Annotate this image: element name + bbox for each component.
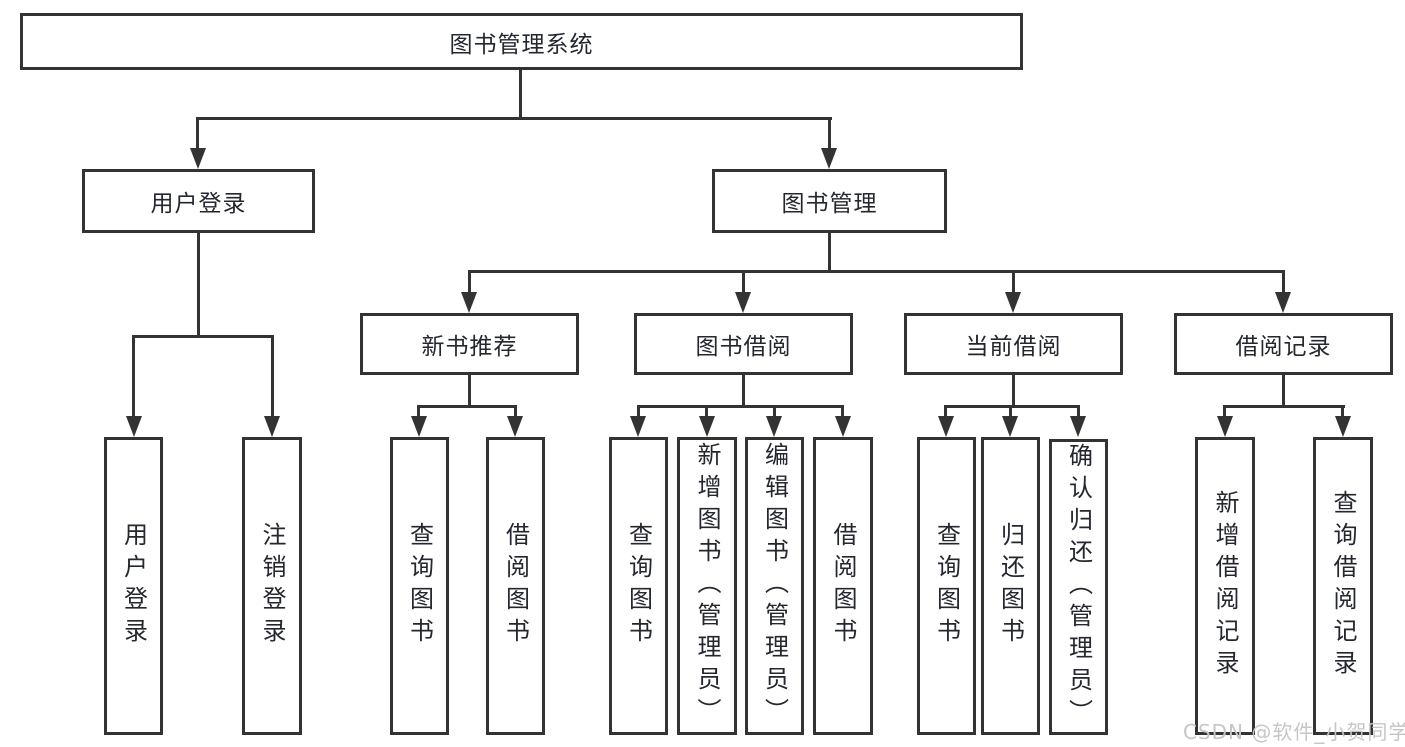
node-label: 当前借阅 [965,334,1062,360]
node-label: 新增图书（管理员） [693,442,721,730]
arrow-down-icon [1275,292,1291,313]
node-book-management: 图书管理 [712,169,947,233]
arrow-down-icon [630,416,646,437]
leaf-add-books-admin: 新增图书（管理员） [677,437,737,735]
leaf-logout: 注销登录 [242,437,302,735]
node-label: 图书管理系统 [449,31,594,58]
connector [1012,270,1015,296]
node-label: 借阅图书 [829,522,857,650]
leaf-query-borrow-record: 查询借阅记录 [1313,437,1373,735]
connector [271,335,274,419]
node-book-borrowing: 图书借阅 [634,313,853,375]
connector [841,405,844,419]
connector [637,405,640,419]
connector [637,405,844,408]
arrow-down-icon [938,416,954,437]
leaf-borrow-books-recommend: 借阅图书 [486,437,545,735]
node-label: 编辑图书（管理员） [760,442,789,730]
connector [828,233,831,273]
node-label: 新书推荐 [421,334,518,360]
connector [519,67,522,120]
connector [944,405,1080,408]
node-user-login: 用户登录 [82,169,315,233]
arrow-down-icon [126,416,142,437]
connector [944,405,947,419]
leaf-borrow-books-borrowing: 借阅图书 [813,437,873,735]
leaf-query-books-current: 查询图书 [917,437,976,735]
node-label: 注销登录 [258,522,286,650]
node-current-borrowing: 当前借阅 [904,313,1123,375]
connector [1282,375,1285,408]
arrow-down-icon [699,416,715,437]
node-label: 图书借阅 [695,334,792,360]
node-label: 查询借阅记录 [1329,490,1357,682]
arrow-down-icon [1217,416,1233,437]
leaf-query-books-recommend: 查询图书 [390,437,449,735]
connector [196,117,832,120]
connector [417,405,517,408]
node-label: 图书管理 [781,191,878,217]
connector [1341,405,1344,419]
node-label: 借阅记录 [1235,334,1332,360]
node-new-book-recommendation: 新书推荐 [360,313,579,375]
node-label: 用户登录 [150,191,247,217]
node-library-management-system: 图书管理系统 [20,13,1023,70]
connector [132,335,135,419]
node-label: 用户登录 [119,522,148,650]
connector [742,375,745,408]
arrow-down-icon [1070,416,1086,437]
connector [742,270,745,296]
watermark: CSDN @软件_小贺同学 [1183,720,1405,744]
node-borrowing-records: 借阅记录 [1174,313,1393,375]
arrow-down-icon [411,416,427,437]
node-label: 查询图书 [932,522,961,650]
connector [1012,375,1015,408]
arrow-down-icon [507,416,523,437]
connector [705,405,708,419]
arrow-down-icon [1002,416,1018,437]
connector [132,335,274,338]
connector [773,405,776,419]
arrow-down-icon [1335,416,1351,437]
connector [514,405,517,419]
arrow-down-icon [190,148,206,169]
connector [197,233,200,337]
connector [196,117,199,151]
connector [1077,405,1080,419]
connector [1282,270,1285,296]
connector [1009,405,1012,419]
leaf-confirm-return-admin: 确认归还（管理员） [1049,439,1108,735]
node-label: 查询图书 [624,522,653,650]
leaf-edit-books-admin: 编辑图书（管理员） [745,437,804,735]
connector [468,375,471,408]
node-label: 借阅图书 [501,522,530,650]
node-label: 归还图书 [996,522,1025,650]
node-label: 新增借阅记录 [1211,490,1239,682]
connector [417,405,420,419]
leaf-return-books: 归还图书 [981,437,1040,735]
arrow-down-icon [264,416,280,437]
leaf-query-books-borrowing: 查询图书 [609,437,668,735]
arrow-down-icon [735,292,751,313]
node-label: 查询图书 [405,522,434,650]
connector [1223,405,1226,419]
leaf-add-borrow-record: 新增借阅记录 [1195,437,1255,735]
connector [1223,405,1345,408]
leaf-user-login: 用户登录 [104,437,163,735]
node-label: 确认归还（管理员） [1064,443,1093,731]
arrow-down-icon [766,416,782,437]
arrow-down-icon [461,292,477,313]
arrow-down-icon [821,148,837,169]
connector [468,270,471,296]
connector [828,117,831,151]
arrow-down-icon [835,416,851,437]
connector [468,270,1285,273]
arrow-down-icon [1005,292,1021,313]
